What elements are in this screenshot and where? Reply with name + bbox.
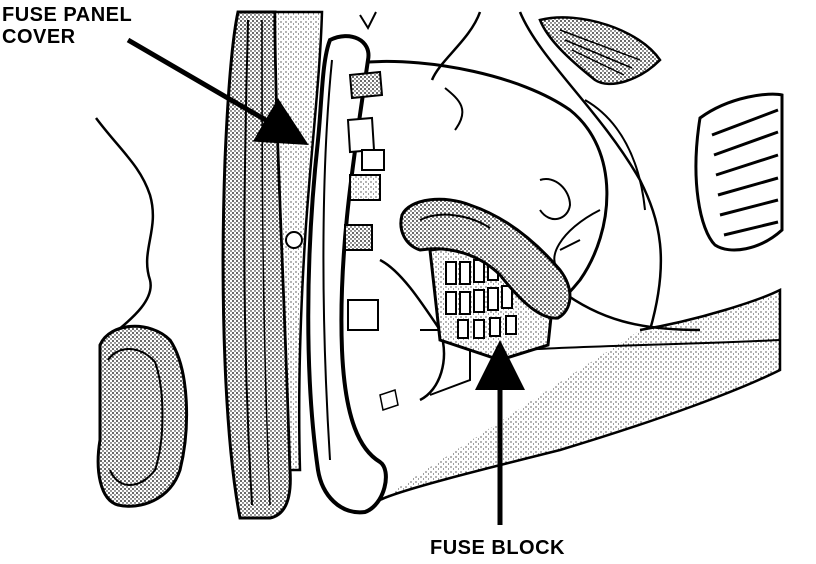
arrow-icon [126,37,309,146]
wire-trim-line [95,117,155,331]
side-air-vent [694,92,784,252]
side-knob [96,324,189,508]
top-air-vent [538,16,662,86]
callout-line: COVER [2,26,76,48]
callout-line: FUSE PANEL [2,4,133,26]
release-lever [399,197,572,320]
callout-fuse-block: FUSE BLOCK [430,537,565,559]
callout-fuse-panel-cover: FUSE PANEL COVER [2,4,132,48]
dashboard-outline [367,11,782,502]
